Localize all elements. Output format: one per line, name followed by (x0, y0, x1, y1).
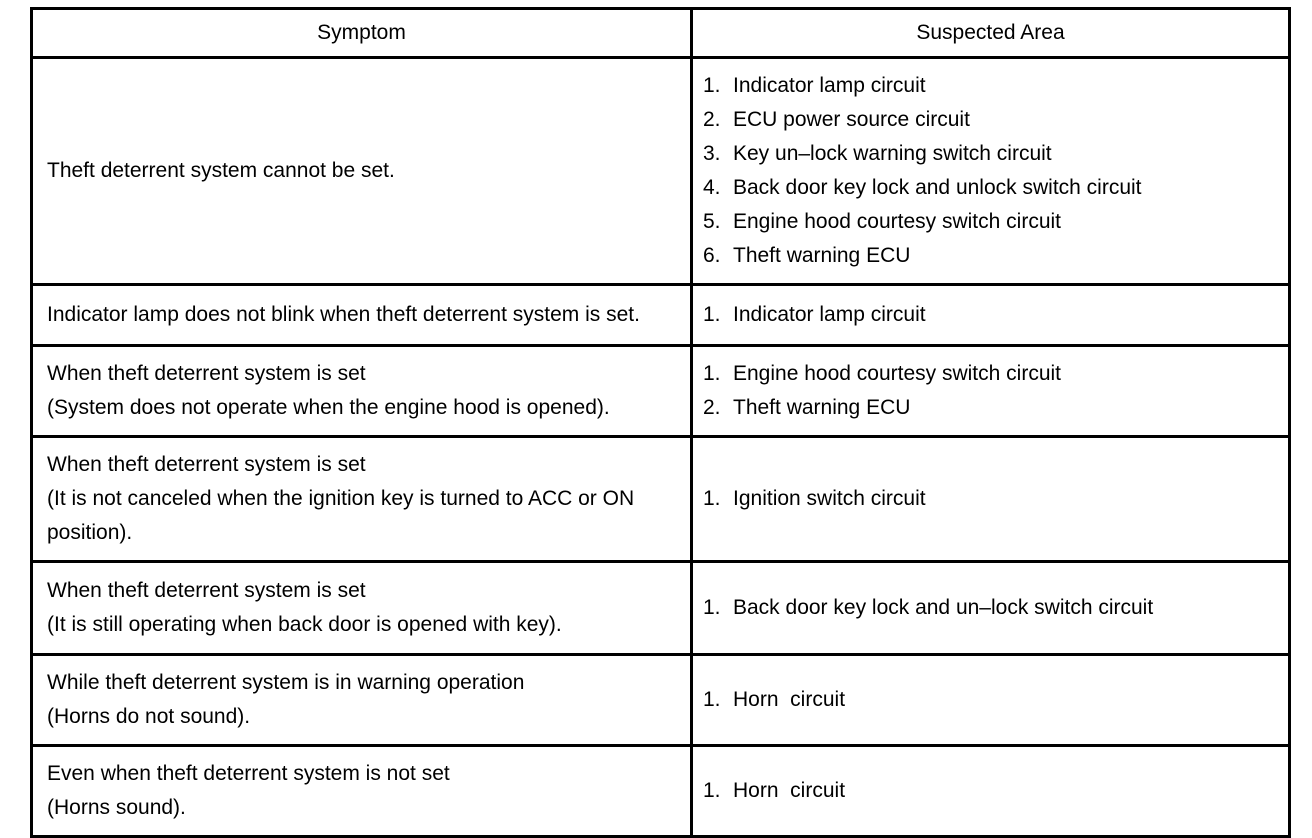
suspected-area-cell: 1. Horn circuit (690, 653, 1291, 748)
list-item-label: Key un–lock warning switch circuit (733, 142, 1052, 166)
list-item-label: Engine hood courtesy switch circuit (733, 362, 1061, 386)
suspected-area-list: 1. Horn circuit (703, 683, 1288, 717)
list-item-label: Back door key lock and unlock switch cir… (733, 176, 1142, 200)
symptom-line: Indicator lamp does not blink when theft… (47, 303, 640, 327)
list-item: 5. Engine hood courtesy switch circuit (703, 205, 1288, 239)
symptom-cell: Indicator lamp does not blink when theft… (30, 283, 693, 348)
symptom-line: (It is still operating when back door is… (47, 613, 562, 637)
suspected-area-list: 1. Ignition switch circuit (703, 482, 1288, 516)
suspected-area-cell: 1. Horn circuit (690, 744, 1291, 838)
symptom-line: When theft deterrent system is set (47, 579, 366, 603)
symptom-line: When theft deterrent system is set (47, 453, 366, 477)
list-item: 1. Engine hood courtesy switch circuit (703, 357, 1288, 391)
list-item: 6. Theft warning ECU (703, 239, 1288, 273)
table-row: When theft deterrent system is set (It is… (30, 435, 1291, 564)
table-row: When theft deterrent system is set (It is… (30, 560, 1291, 657)
table-row: Indicator lamp does not blink when theft… (30, 283, 1291, 348)
list-item-number: 1. (703, 362, 721, 386)
list-item-label: Engine hood courtesy switch circuit (733, 210, 1061, 234)
suspected-area-cell: 1. Indicator lamp circuit 2. ECU power sour… (690, 55, 1291, 287)
list-item: 1. Indicator lamp circuit (703, 69, 1288, 103)
list-item-label: Theft warning ECU (733, 396, 911, 420)
list-item-label: Horn circuit (733, 688, 846, 712)
symptom-line: (Horns do not sound). (47, 705, 251, 729)
suspected-area-list: 1. Horn circuit (703, 774, 1288, 808)
suspected-area-list: 1. Back door key lock and un–lock switch … (703, 591, 1288, 625)
list-item: 1. Back door key lock and un–lock switch … (703, 591, 1288, 625)
symptom-line: Theft deterrent system cannot be set. (47, 159, 395, 183)
list-item-label: Theft warning ECU (733, 244, 911, 268)
list-item: 3. Key un–lock warning switch circuit (703, 137, 1288, 171)
list-item-number: 5. (703, 210, 721, 234)
list-item-number: 1. (703, 779, 721, 803)
suspected-area-list: 1. Engine hood courtesy switch circuit 2. T… (703, 357, 1288, 425)
list-item-number: 6. (703, 244, 721, 268)
list-item: 1. Horn circuit (703, 774, 1288, 808)
symptom-table-container: Symptom Suspected Area Theft deterrent s… (30, 7, 1291, 838)
symptom-line: position). (47, 521, 133, 545)
symptom-line: While theft deterrent system is in warni… (47, 671, 525, 695)
list-item-label: Indicator lamp circuit (733, 74, 926, 97)
list-item: 4. Back door key lock and unlock switch c… (703, 171, 1288, 205)
list-item: 1. Ignition switch circuit (703, 482, 1288, 516)
list-item: 2. ECU power source circuit (703, 103, 1288, 137)
list-item-number: 2. (703, 396, 721, 420)
table-header-row: Symptom Suspected Area (30, 7, 1291, 59)
symptom-cell: While theft deterrent system is in warni… (30, 653, 693, 748)
suspected-area-cell: 1. Back door key lock and un–lock switch … (690, 560, 1291, 657)
suspected-area-cell: 1. Ignition switch circuit (690, 435, 1291, 564)
table-body: Theft deterrent system cannot be set. 1. I… (30, 55, 1291, 838)
suspected-area-list: 1. Indicator lamp circuit (703, 298, 1288, 332)
symptom-cell: When theft deterrent system is set (It is… (30, 560, 693, 657)
suspected-area-list: 1. Indicator lamp circuit 2. ECU power sour… (703, 69, 1288, 273)
list-item-number: 1. (703, 596, 721, 620)
list-item-label: Indicator lamp circuit (733, 303, 926, 327)
symptom-line: Even when theft deterrent system is not … (47, 762, 450, 786)
suspected-area-cell: 1. Engine hood courtesy switch circuit 2. T… (690, 344, 1291, 439)
page-root: Symptom Suspected Area Theft deterrent s… (30, 7, 1291, 838)
list-item-number: 2. (703, 108, 721, 132)
symptom-cell: When theft deterrent system is set (It is… (30, 435, 693, 564)
symptom-cell: When theft deterrent system is set (Syste… (30, 344, 693, 439)
table-row: Theft deterrent system cannot be set. 1. I… (30, 55, 1291, 287)
suspected-area-cell: 1. Indicator lamp circuit (690, 283, 1291, 348)
list-item: 2. Theft warning ECU (703, 391, 1288, 425)
table-row: While theft deterrent system is in warni… (30, 653, 1291, 748)
symptom-line: (Horns sound). (47, 796, 186, 820)
list-item: 1. Indicator lamp circuit (703, 298, 1288, 332)
list-item-label: Back door key lock and un–lock switch ci… (733, 596, 1154, 620)
table-row: Even when theft deterrent system is not … (30, 744, 1291, 838)
list-item-number: 1. (703, 303, 721, 327)
list-item-label: Ignition switch circuit (733, 487, 926, 511)
list-item-number: 1. (703, 688, 721, 712)
list-item-label: ECU power source circuit (733, 108, 970, 132)
column-header-symptom: Symptom (30, 7, 693, 59)
table-header: Symptom Suspected Area (30, 7, 1291, 59)
list-item-label: Horn circuit (733, 779, 846, 803)
symptom-line: When theft deterrent system is set (47, 362, 366, 386)
list-item-number: 1. (703, 487, 721, 511)
list-item-number: 4. (703, 176, 721, 200)
list-item: 1. Horn circuit (703, 683, 1288, 717)
symptom-cell: Theft deterrent system cannot be set. (30, 55, 693, 287)
symptom-cell: Even when theft deterrent system is not … (30, 744, 693, 838)
column-header-suspected-area: Suspected Area (690, 7, 1291, 59)
symptom-line: (It is not canceled when the ignition ke… (47, 487, 635, 511)
symptom-suspected-area-table: Symptom Suspected Area Theft deterrent s… (30, 7, 1291, 838)
list-item-number: 1. (703, 74, 721, 97)
symptom-line: (System does not operate when the engine… (47, 396, 610, 420)
list-item-number: 3. (703, 142, 721, 166)
table-row: When theft deterrent system is set (Syste… (30, 344, 1291, 439)
